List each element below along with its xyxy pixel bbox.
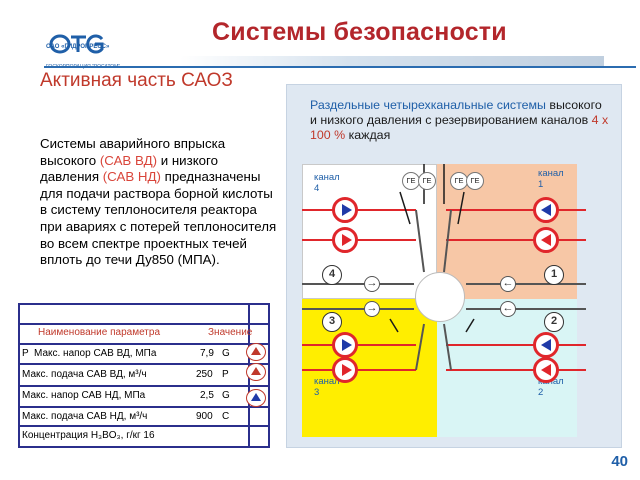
pump-icon xyxy=(533,357,559,383)
description-text: Системы аварийного впрыска высокого (САВ… xyxy=(40,136,280,269)
desc-hp-label: (САВ ВД) xyxy=(99,152,158,168)
desc-part-3: предназначены для подачи раствора борной… xyxy=(40,169,277,268)
header-accent xyxy=(180,56,604,66)
table-header-row xyxy=(20,305,268,325)
label-channel-3: канал 3 xyxy=(314,376,340,398)
reactor-circle xyxy=(415,272,465,322)
check-valve-icon: ← xyxy=(500,276,516,292)
row-unit: P xyxy=(222,369,229,380)
increase-icon xyxy=(246,363,266,381)
increase-icon xyxy=(246,343,266,361)
check-valve-icon: → xyxy=(364,301,380,317)
channel-number-1: 1 xyxy=(544,265,564,285)
page-title: Системы безопасности xyxy=(212,18,507,46)
pump-icon xyxy=(332,197,358,223)
decrease-icon xyxy=(246,389,266,407)
panel-description: Раздельные четырехканальные системы высо… xyxy=(310,98,610,143)
desc-part-1: Системы аварийного впрыска высокого xyxy=(40,136,226,168)
table-row: P Макс. напор САВ ВД, МПа 7,9 G xyxy=(20,345,268,365)
pump-icon xyxy=(533,197,559,223)
table-row: Концентрация H₃BO₃, г/кг 16 xyxy=(20,427,268,446)
channel-number-4: 4 xyxy=(322,265,342,285)
pipeline-diagram xyxy=(302,164,586,371)
row-value: 2,5 xyxy=(200,390,214,401)
channel-number-3: 3 xyxy=(322,312,342,332)
row-value: 250 xyxy=(196,369,213,380)
desc-lp-label: (САВ НД) xyxy=(102,169,161,185)
section-title: Активная часть САОЗ xyxy=(40,70,233,91)
pump-icon xyxy=(332,357,358,383)
table-header-value: Значение xyxy=(208,327,253,338)
row-prefix: P xyxy=(22,348,29,359)
table-row: Макс. подача САВ НД, м³/ч 900 C xyxy=(20,408,268,427)
pump-icon xyxy=(332,227,358,253)
page-number: 40 xyxy=(611,453,628,470)
row-param: Макс. подача САВ ВД, м³/ч xyxy=(22,369,147,380)
row-value: 900 xyxy=(196,411,213,422)
row-param: Макс. подача САВ НД, м³/ч xyxy=(22,411,148,422)
row-unit: G xyxy=(222,390,230,401)
row-unit: C xyxy=(222,411,230,422)
row-value: 7,9 xyxy=(200,348,214,359)
label-channel-4: канал 4 xyxy=(314,172,340,194)
label-channel-1: канал 1 xyxy=(538,168,564,190)
channel-number-2: 2 xyxy=(544,312,564,332)
row-param: Макс. напор САВ НД, МПа xyxy=(22,390,146,401)
panel-redundancy: 4 х 100 % xyxy=(310,113,609,142)
hydro-accumulator-icon: ГЕ xyxy=(418,172,436,190)
row-param: Концентрация H₃BO₃, г/кг 16 xyxy=(22,430,155,441)
check-valve-icon: → xyxy=(364,276,380,292)
table-row: Макс. подача САВ ВД, м³/ч 250 P xyxy=(20,365,268,387)
table-header-label-row: Наименование параметра Значение xyxy=(20,325,268,345)
pump-icon xyxy=(533,332,559,358)
hydro-accumulator-icon: ГЕ xyxy=(466,172,484,190)
table-row: Макс. напор САВ НД, МПа 2,5 G xyxy=(20,387,268,408)
row-param: Макс. напор САВ ВД, МПа xyxy=(34,348,157,359)
company-logo xyxy=(49,34,104,54)
table-header-param: Наименование параметра xyxy=(38,327,161,338)
panel-text-3: каждая xyxy=(345,128,391,142)
panel-text-1: Раздельные четырехканальные системы xyxy=(310,98,546,112)
logo-company-name: ОАО «ГИДРОПРЕСС» xyxy=(46,44,110,50)
check-valve-icon: ← xyxy=(500,301,516,317)
pump-icon xyxy=(332,332,358,358)
table-row xyxy=(20,325,268,345)
pump-icon xyxy=(533,227,559,253)
header-divider xyxy=(44,66,636,68)
row-unit: G xyxy=(222,348,230,359)
panel-text-2: высокого и низкого давления с резервиров… xyxy=(310,98,602,127)
desc-part-2: и низкого давления xyxy=(40,152,219,185)
parameters-table: Наименование параметра Значение P Макс. … xyxy=(18,303,270,448)
